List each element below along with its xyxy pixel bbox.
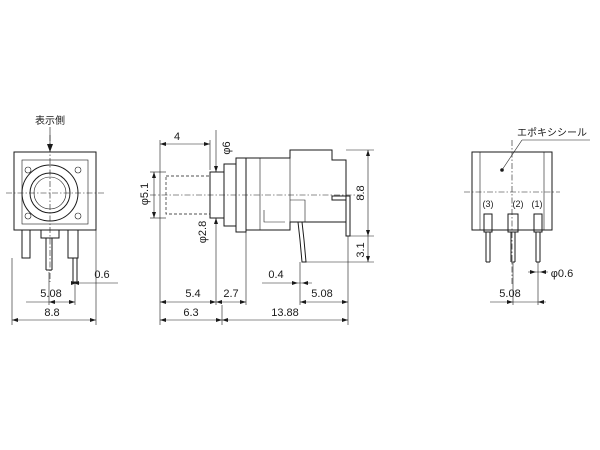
- front-pin-center-base: [40, 229, 60, 239]
- back-view: エポキシシール (3) (2) (1) φ0.6 5.08: [464, 127, 590, 305]
- dim-front-pitch-arrow-l: [49, 300, 55, 304]
- dim-side-508-arrow-r: [342, 300, 348, 304]
- dim-side-d51: φ5.1: [139, 183, 151, 205]
- dim-d51-arrow-t: [152, 172, 156, 178]
- pin3-label: (3): [483, 199, 494, 209]
- dim-side-4: 4: [174, 131, 180, 143]
- dim-side-d6: φ6: [221, 141, 233, 154]
- side-body-step: [263, 210, 285, 223]
- dim-side-1388-arrow-l: [222, 318, 228, 322]
- side-rear-terminal: [331, 195, 351, 237]
- front-pin-right-base: [67, 229, 79, 259]
- dim-side-27-arrow-r: [240, 300, 246, 304]
- dim-side-63-arrow-l: [160, 318, 166, 322]
- pin1-label: (1): [532, 199, 543, 209]
- dim-front-pitch: 5.08: [40, 288, 61, 300]
- side-lower-terminal: [297, 221, 307, 263]
- epoxy-leader: [501, 139, 523, 171]
- dim-side-27-arrow-l: [216, 300, 222, 304]
- dim-side-88-arrow-b: [366, 230, 370, 236]
- dim-side-1388: 13.88: [271, 307, 299, 319]
- dim-back-pin: φ0.6: [551, 268, 573, 280]
- dim-side-63-arrow-r: [216, 318, 222, 322]
- pin2-label: (2): [513, 199, 524, 209]
- dim-side-4-arrow-l: [160, 142, 166, 146]
- dim-side-04-arrow-l: [292, 281, 298, 285]
- dim-side-31: 3.1: [355, 242, 367, 257]
- dim-side-04: 0.4: [268, 269, 283, 281]
- front-pin-left: [21, 229, 31, 259]
- epoxy-leader-dot: [500, 168, 504, 172]
- epoxy-seal-label: エポキシシール: [517, 127, 587, 139]
- dim-side-63: 6.3: [183, 307, 198, 319]
- dim-front-width-arrow-r: [90, 318, 96, 322]
- dim-side-508: 5.08: [311, 288, 332, 300]
- dim-side-54-arrow-l: [160, 300, 166, 304]
- dim-side-4-arrow-r: [204, 142, 210, 146]
- back-pin1-base: [533, 213, 543, 233]
- dim-side-88: 8.8: [355, 185, 367, 200]
- dim-side-88-arrow-t: [366, 150, 370, 156]
- dim-back-pin-arrow-r: [540, 270, 546, 274]
- display-side-label: 表示側: [35, 114, 65, 127]
- dim-back-pitch-arrow-r: [538, 300, 544, 304]
- dim-back-pitch-arrow-l: [507, 300, 513, 304]
- dim-front-pin-arrow-r: [73, 281, 79, 285]
- dim-side-1388-arrow-r: [342, 318, 348, 322]
- dim-back-pin-arrow-l: [530, 270, 536, 274]
- front-boss-tl: [24, 166, 32, 174]
- dim-side-04-arrow-r: [302, 281, 308, 285]
- dim-front-pin: 0.6: [94, 269, 109, 281]
- side-view: 4 φ5.1 φ6 φ2.8 8.8 3.1 0.4: [139, 130, 374, 325]
- front-boss-bl: [24, 212, 32, 220]
- front-boss-br: [74, 212, 82, 220]
- dim-side-508-arrow-l: [300, 300, 306, 304]
- dim-side-31-arrow-b: [366, 256, 370, 262]
- dim-side-27: 2.7: [223, 288, 238, 300]
- dim-d6-arrow: [214, 166, 218, 172]
- dim-side-54: 5.4: [185, 288, 200, 300]
- dim-back-pitch: 5.08: [499, 288, 520, 300]
- dim-d28-arrow: [214, 218, 218, 224]
- back-pin2-base: [507, 213, 519, 233]
- dim-front-width-arrow-l: [12, 318, 18, 322]
- dim-front-width: 8.8: [44, 307, 59, 319]
- dim-front-pitch-arrow-r: [69, 300, 75, 304]
- dim-side-54-arrow-r: [210, 300, 216, 304]
- dim-d51-arrow-b: [152, 212, 156, 218]
- front-view: 表示側 0.6 5.08 8.8: [6, 114, 118, 325]
- dim-side-d28: φ2.8: [197, 221, 209, 243]
- back-pin3-base: [483, 213, 493, 233]
- side-body: [245, 149, 347, 231]
- display-side-arrow: [47, 144, 53, 152]
- front-boss-tr: [74, 166, 82, 174]
- side-body-slot: [290, 199, 306, 222]
